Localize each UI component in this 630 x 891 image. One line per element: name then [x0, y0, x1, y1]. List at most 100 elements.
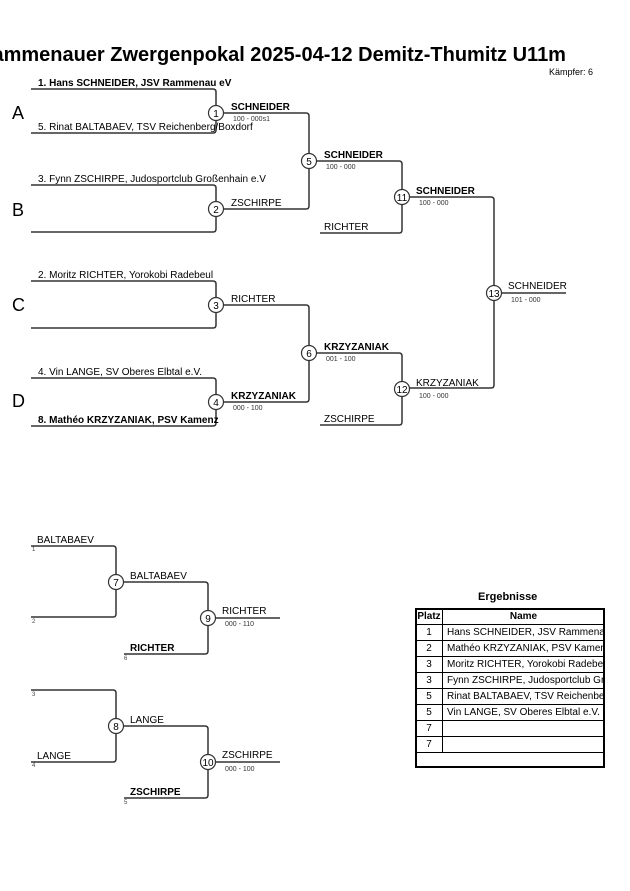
match-score: 100 - 000: [419, 393, 449, 400]
match-winner: KRZYZANIAK: [416, 378, 479, 389]
match-winner: KRZYZANIAK: [231, 391, 297, 402]
match-score: 000 - 100: [233, 405, 263, 412]
match-winner: SCHNEIDER: [416, 186, 476, 197]
place: 7: [415, 736, 443, 753]
entry-name: 2. Moritz RICHTER, Yorokobi Radebeul: [38, 270, 213, 281]
match-winner: RICHTER: [231, 294, 275, 305]
place: 3: [415, 656, 443, 673]
place: 2: [415, 640, 443, 657]
table-row: 7: [415, 720, 605, 737]
seed-number: 5: [124, 800, 128, 806]
match-number: 7: [113, 578, 119, 589]
seed-number: 3: [32, 692, 36, 698]
name: Fynn ZSCHIRPE, Judosportclub Großenhain …: [442, 672, 605, 689]
name: Vin LANGE, SV Oberes Elbtal e.V.: [442, 704, 605, 721]
match-score: 100 - 000s1: [233, 116, 270, 123]
name: [442, 720, 605, 737]
match-winner: BALTABAEV: [130, 571, 187, 582]
entry-name: 8. Mathéo KRZYZANIAK, PSV Kamenz: [38, 415, 219, 426]
final-winner: SCHNEIDER: [508, 281, 567, 292]
match-winner: LANGE: [130, 715, 164, 726]
match-score: 000 - 110: [225, 621, 254, 628]
match-number: 8: [113, 722, 119, 733]
name: Hans SCHNEIDER, JSV Rammenau eV: [442, 624, 605, 641]
seed-number: 2: [32, 619, 36, 625]
seed-number: 4: [32, 763, 36, 769]
match-score: 001 - 100: [326, 356, 356, 363]
match-node: 13: [485, 284, 503, 302]
match-entrant: ZSCHIRPE: [324, 414, 375, 425]
results-title: Ergebnisse: [478, 591, 538, 603]
match-number: 10: [202, 758, 214, 769]
entry-name: 1. Hans SCHNEIDER, JSV Rammenau eV: [38, 78, 232, 89]
match-node: 1: [207, 104, 225, 122]
match-entrant: RICHTER: [324, 222, 368, 233]
rep-entrant: BALTABAEV: [37, 535, 94, 546]
rep-entrant: RICHTER: [130, 643, 175, 654]
entry-name: 3. Fynn ZSCHIRPE, Judosportclub Großenha…: [38, 174, 266, 185]
name: [442, 736, 605, 753]
match-score: 100 - 000: [419, 200, 449, 207]
place: 5: [415, 688, 443, 705]
seed-number: 1: [32, 547, 36, 553]
match-number: 2: [213, 205, 219, 216]
match-winner: RICHTER: [222, 606, 266, 617]
header-platz: Platz: [415, 608, 443, 625]
match-number: 13: [488, 289, 500, 300]
match-score: 000 - 100: [225, 766, 255, 773]
match-number: 3: [213, 301, 219, 312]
match-number: 9: [205, 614, 211, 625]
results-header-row: Platz Name: [415, 608, 605, 625]
match-node: 2: [207, 200, 225, 218]
match-node: 11: [393, 188, 411, 206]
pool-label-c: C: [12, 295, 25, 315]
name: Mathéo KRZYZANIAK, PSV Kamenz: [442, 640, 605, 657]
match-node: 10: [199, 753, 217, 771]
match-winner: KRZYZANIAK: [324, 342, 390, 353]
bracket-line: [402, 196, 495, 389]
place: 1: [415, 624, 443, 641]
match-winner: ZSCHIRPE: [222, 750, 273, 761]
match-winner: ZSCHIRPE: [231, 198, 282, 209]
table-row: 7: [415, 736, 605, 753]
match-number: 11: [397, 193, 408, 204]
bracket-line: [31, 280, 217, 329]
name: Rinat BALTABAEV, TSV Reichenberg/Boxdorf: [442, 688, 605, 705]
match-winner: SCHNEIDER: [324, 150, 384, 161]
match-score: 100 - 000: [326, 164, 356, 171]
match-number: 12: [396, 385, 408, 396]
match-number: 5: [306, 157, 312, 168]
seed-number: 6: [124, 656, 128, 662]
place: 3: [415, 672, 443, 689]
match-winner: SCHNEIDER: [231, 102, 291, 113]
match-number: 4: [213, 398, 219, 409]
pool-label-d: D: [12, 391, 25, 411]
match-node: 9: [199, 609, 217, 627]
place: 5: [415, 704, 443, 721]
page-title: Rammenauer Zwergenpokal 2025-04-12 Demit…: [0, 44, 566, 66]
match-number: 1: [213, 109, 219, 120]
name: Moritz RICHTER, Yorokobi Radebeul: [442, 656, 605, 673]
bracket-line: [31, 545, 117, 618]
entry-name: 4. Vin LANGE, SV Oberes Elbtal e.V.: [38, 367, 202, 378]
pool-label-b: B: [12, 200, 24, 220]
match-node: 5: [300, 152, 318, 170]
entry-name: 5. Rinat BALTABAEV, TSV Reichenberg/Boxd…: [38, 122, 253, 133]
match-node: 12: [393, 380, 411, 398]
match-score: 101 - 000: [511, 297, 541, 304]
match-node: 7: [107, 573, 125, 591]
match-node: 8: [107, 717, 125, 735]
match-node: 3: [207, 296, 225, 314]
pool-label-a: A: [12, 103, 24, 123]
rep-entrant: ZSCHIRPE: [130, 787, 181, 798]
match-node: 6: [300, 344, 318, 362]
bracket-line: [31, 184, 217, 233]
